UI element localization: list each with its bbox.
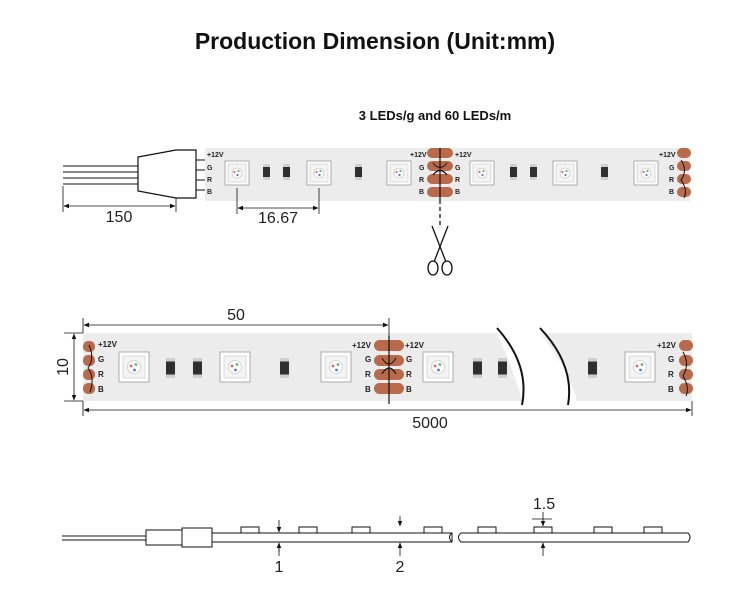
dim-strip-thickness: 1 [275,559,284,576]
pin-label-b: B [668,385,674,394]
led-chip [224,160,250,186]
pin-label-b: B [455,189,460,196]
pin-label-b: B [207,189,212,196]
pin-label-b: B [669,189,674,196]
led-chip [422,351,454,383]
strip-top-view: +12V G R B +12V +12V G G R R B B [62,148,691,276]
strip-full-view: +12V G R B +12V +12V G G R R B B [55,307,693,432]
page-title: Production Dimension (Unit:mm) [194,28,556,54]
led-chip [219,351,251,383]
pin-label-vplus: +12V [657,341,677,350]
resistor [498,358,507,378]
pin-label-g: G [668,355,674,364]
pin-label-r: R [669,177,674,184]
resistor [166,358,175,378]
led-chip [306,160,332,186]
pin-label-vplus: +12V [207,152,224,159]
pin-label-r: R [668,370,674,379]
resistor [280,358,289,378]
dim-led-height: 1.5 [533,496,555,513]
dim-led-pitch: 16.67 [258,210,298,227]
leds-per-group-note: 3 LEDs/g and 60 LEDs/m [358,108,512,123]
cut-point-pads: +12V +12V G G R R B B [352,336,425,404]
resistor [193,358,202,378]
resistor [283,164,290,180]
resistor [263,164,270,180]
pin-label-g: G [455,165,461,172]
pin-label-r: R [419,177,424,184]
dim-strip-length: 5000 [412,415,448,432]
pin-label-vplus: +12V [455,152,472,159]
led-chip [469,160,495,186]
cut-point-pads: +12V G R B [657,340,693,397]
resistor [588,358,597,378]
led-chip [633,160,659,186]
led-chip [118,351,150,383]
resistor [473,358,482,378]
resistor [510,164,517,180]
pin-label-b: B [419,189,424,196]
cut-point-pads: +12V +12V G G R R B B [410,148,472,200]
pin-label-vplus: +12V [98,340,118,349]
resistor [530,164,537,180]
dim-cut-length: 50 [227,307,245,324]
pin-label-g: G [98,355,104,364]
resistor [355,164,362,180]
pin-label-g: G [406,355,412,364]
cut-point-pads: +12V G R B [659,148,691,199]
pin-label-r: R [98,370,104,379]
pin-label-g: G [419,165,425,172]
pin-label-vplus: +12V [405,341,425,350]
pin-label-vplus: +12V [352,341,372,350]
scissors-icon [427,225,453,276]
dim-lead-length: 150 [106,209,133,226]
pin-label-b: B [406,385,412,394]
led-chip [552,160,578,186]
led-chip [624,351,656,383]
pin-label-g: G [669,165,675,172]
strip-side-view: 1 2 1.5 [62,496,691,576]
led-chip [386,160,412,186]
pin-label-g: G [207,165,213,172]
pin-label-r: R [365,370,371,379]
pin-label-r: R [455,177,460,184]
pin-label-r: R [207,177,212,184]
pin-label-r: R [406,370,412,379]
resistor [601,164,608,180]
pin-label-vplus: +12V [410,152,427,159]
pin-label-vplus: +12V [659,152,676,159]
led-chip [320,351,352,383]
pin-label-b: B [98,385,104,394]
pin-label-g: G [365,355,371,364]
dim-total-thickness: 2 [396,559,405,576]
pin-label-b: B [365,385,371,394]
dim-strip-width: 10 [55,358,72,376]
